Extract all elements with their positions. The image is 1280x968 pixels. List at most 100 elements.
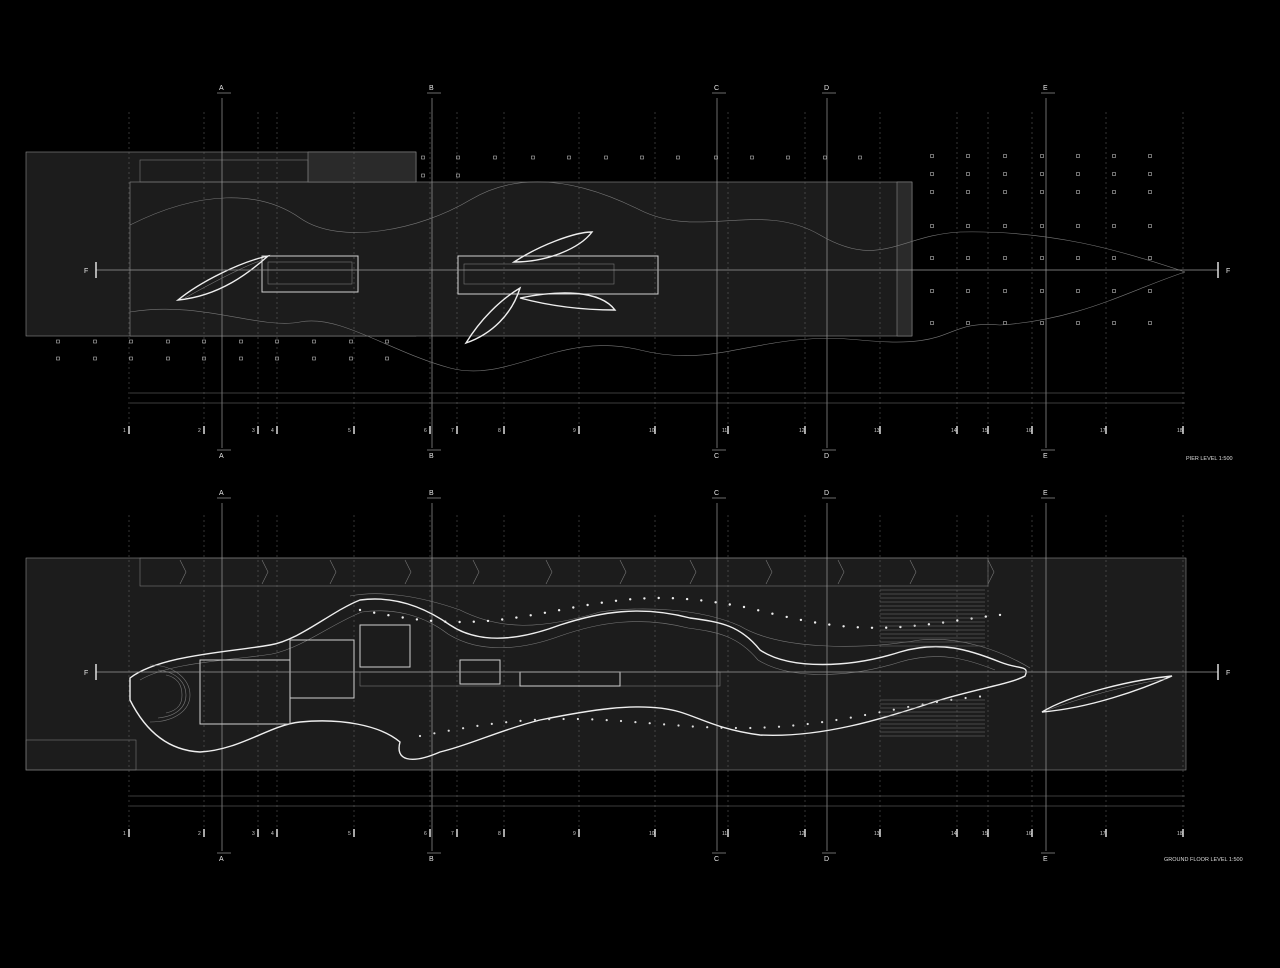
facade-bead xyxy=(691,725,694,728)
facade-bead xyxy=(749,726,752,730)
pier-column xyxy=(930,256,934,260)
facade-bead xyxy=(878,711,881,714)
pier-column xyxy=(531,155,535,160)
pier-column xyxy=(930,289,934,293)
pier-axis-number: 6 xyxy=(424,428,427,434)
ground-room-2 xyxy=(289,639,355,699)
pier-axis-number: 7 xyxy=(451,428,454,434)
ground-plan-title: GROUND FLOOR LEVEL 1:500 xyxy=(1164,857,1243,863)
walkway-marker xyxy=(545,559,553,585)
pier-section-f-left: F xyxy=(84,268,88,275)
facade-bead xyxy=(387,614,390,617)
pier-column xyxy=(966,321,970,325)
facade-bead xyxy=(634,721,637,724)
pier-column xyxy=(1112,289,1116,293)
pier-column xyxy=(930,190,934,194)
pier-column xyxy=(1040,224,1044,228)
pier-roof-outline-lower xyxy=(129,271,1186,372)
pier-column xyxy=(385,339,389,344)
pier-column xyxy=(930,172,934,176)
pier-column xyxy=(1112,172,1116,176)
pier-column xyxy=(1112,224,1116,228)
facade-bead xyxy=(671,597,675,600)
walkway-marker xyxy=(619,559,627,585)
pier-axis-number: 5 xyxy=(348,428,351,434)
pier-column xyxy=(1076,289,1080,293)
pier-column xyxy=(456,173,460,178)
pier-column xyxy=(966,172,970,176)
ground-axis-number: 10 xyxy=(649,831,655,837)
ground-axis-number: 3 xyxy=(252,831,255,837)
facade-bead xyxy=(907,705,910,709)
pier-column xyxy=(1040,154,1044,158)
pier-column xyxy=(56,356,60,361)
facade-bead xyxy=(885,626,888,629)
facade-bead xyxy=(763,726,766,729)
facade-bead xyxy=(515,616,518,619)
pier-slab-main xyxy=(129,181,913,337)
facade-bead xyxy=(505,721,508,724)
facade-bead xyxy=(728,603,731,606)
ground-east-fin xyxy=(1041,675,1173,713)
pier-column xyxy=(1003,289,1007,293)
facade-bead xyxy=(864,713,867,717)
walkway-marker xyxy=(987,559,995,585)
facade-bead xyxy=(821,721,824,724)
pier-axis-number: 16 xyxy=(1026,428,1032,434)
facade-bead xyxy=(433,732,436,735)
facade-bead xyxy=(777,725,781,728)
facade-bead xyxy=(591,718,594,721)
ground-stair xyxy=(880,589,985,737)
pier-column xyxy=(1076,224,1080,228)
ground-axis-letter-top: C xyxy=(714,490,719,497)
facade-bead xyxy=(856,626,859,629)
pier-column xyxy=(966,154,970,158)
facade-bead xyxy=(600,601,603,604)
facade-bead xyxy=(685,597,689,601)
pier-column xyxy=(1148,321,1152,325)
facade-bead xyxy=(562,717,565,721)
facade-bead xyxy=(663,723,666,726)
facade-bead xyxy=(519,719,522,723)
pier-column xyxy=(1040,289,1044,293)
facade-bead xyxy=(444,620,447,623)
facade-bead xyxy=(714,601,717,604)
walkway-marker xyxy=(837,559,845,585)
ground-axis-number: 17 xyxy=(1100,831,1106,837)
pier-column xyxy=(1076,172,1080,176)
pier-column xyxy=(275,356,279,361)
facade-bead xyxy=(941,621,945,624)
facade-bead xyxy=(806,722,809,726)
ground-axis-number: 5 xyxy=(348,831,351,837)
facade-bead xyxy=(964,696,967,700)
pier-column xyxy=(1040,321,1044,325)
pier-column xyxy=(1076,154,1080,158)
facade-bead xyxy=(799,618,803,622)
auditorium-seating xyxy=(149,664,191,723)
facade-bead xyxy=(529,614,532,617)
pavilion-1-inner xyxy=(267,261,353,285)
pier-axis-letter-bottom: C xyxy=(714,453,719,460)
pier-column xyxy=(930,224,934,228)
facade-bead xyxy=(472,620,475,623)
walkway-marker xyxy=(261,559,269,585)
pier-column xyxy=(1112,321,1116,325)
walkway-marker xyxy=(765,559,773,585)
facade-bead xyxy=(462,727,465,730)
pier-column xyxy=(239,356,243,361)
facade-bead xyxy=(813,621,817,624)
pier-column xyxy=(930,321,934,325)
facade-bead xyxy=(415,618,419,621)
facade-bead xyxy=(842,625,845,628)
facade-bead xyxy=(970,617,973,620)
pier-plan-title: PIER LEVEL 1:500 xyxy=(1186,456,1233,462)
facade-bead xyxy=(619,719,623,723)
pier-column xyxy=(1148,172,1152,176)
walkway-marker xyxy=(472,559,480,585)
pier-column xyxy=(640,155,644,160)
pier-column xyxy=(56,339,60,344)
